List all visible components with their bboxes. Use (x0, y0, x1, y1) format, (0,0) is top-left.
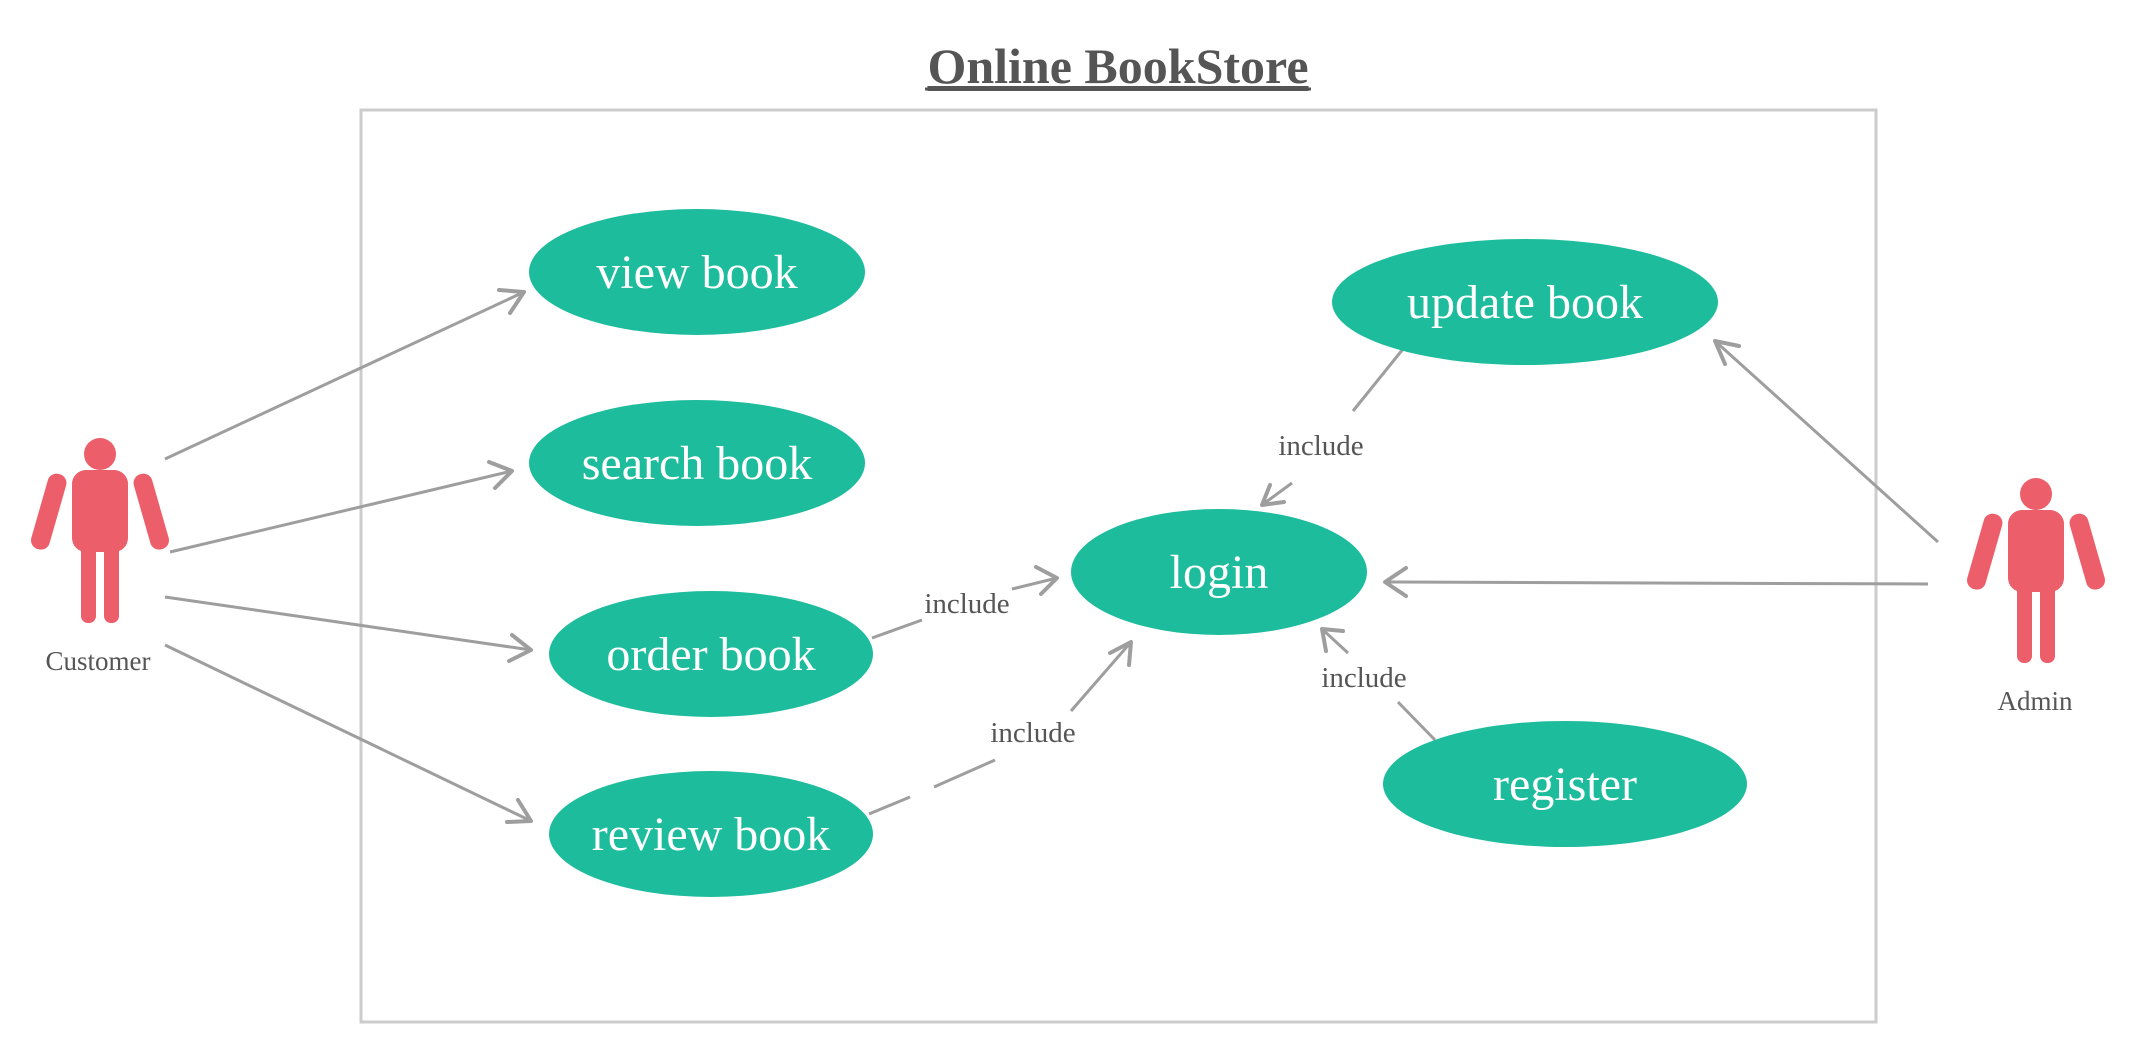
usecase-review-book[interactable]: review book (549, 771, 873, 897)
customer-to-review-book-edge (164, 643, 533, 824)
usecase-view-book[interactable]: view book (529, 209, 865, 335)
include-label: include (1278, 430, 1363, 462)
usecase-login[interactable]: login (1071, 509, 1367, 635)
usecase-update-book[interactable]: update book (1332, 239, 1718, 365)
person-icon (1966, 478, 2106, 663)
actor-label: Admin (1997, 686, 2073, 716)
usecase-label: review book (592, 808, 831, 861)
order-book-include-login-edge: include (871, 565, 1059, 640)
include-label: include (1321, 662, 1406, 694)
admin-to-login-edge (1383, 566, 1929, 598)
customer-to-order-book-edge (164, 595, 533, 663)
usecase-label: search book (582, 437, 813, 490)
usecase-order-book[interactable]: order book (549, 591, 873, 717)
usecase-label: login (1170, 546, 1269, 599)
admin-to-update-book-edge (1713, 339, 1940, 544)
actor-label: Customer (46, 646, 151, 676)
actor-admin[interactable]: Admin (1965, 478, 2107, 716)
system-boundary (359, 108, 1878, 1024)
customer-to-search-book-edge (169, 460, 514, 554)
include-label: include (990, 717, 1075, 749)
update-book-include-login-edge: include (1260, 348, 1405, 507)
usecase-label: register (1493, 758, 1637, 811)
review-book-include-login-edge: include (868, 640, 1133, 816)
include-label: include (924, 588, 1009, 620)
person-icon (30, 438, 170, 623)
customer-to-view-book-edge (164, 288, 526, 461)
actor-customer[interactable]: Customer (29, 438, 171, 676)
usecase-label: view book (596, 246, 797, 299)
diagram-title: Online BookStore (927, 38, 1308, 94)
usecase-label: update book (1407, 276, 1643, 329)
usecase-search-book[interactable]: search book (529, 400, 865, 526)
register-include-login-edge: include (1320, 627, 1437, 742)
usecase-label: order book (606, 628, 815, 681)
usecase-register[interactable]: register (1383, 721, 1747, 847)
